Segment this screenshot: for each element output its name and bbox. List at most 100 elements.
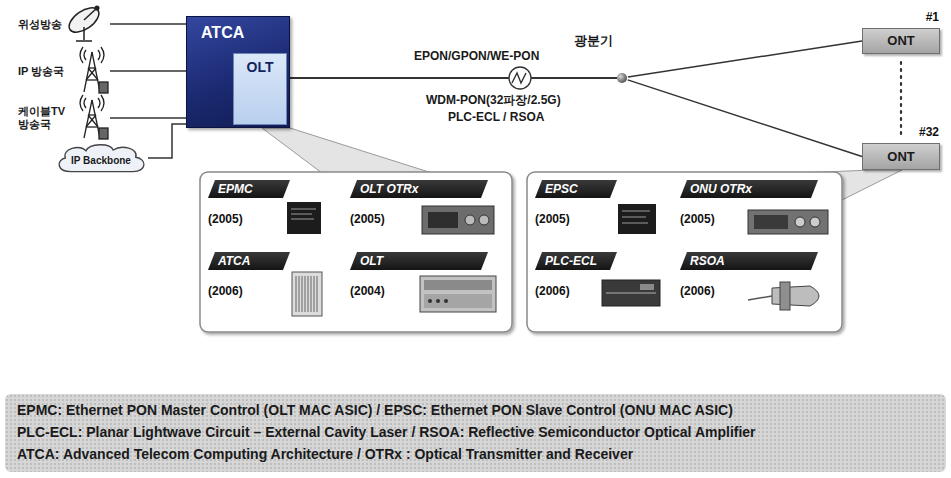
connector [110,70,186,72]
link-symbol [509,67,531,89]
drawn-shape [428,299,432,303]
link-label: PLC-ECL / RSOA [446,110,546,124]
component-item: ATCA (2006) [208,252,328,318]
ont-box: #1ONT [862,28,940,54]
component-tab: OLT [350,252,488,270]
drawn-shape [99,82,108,93]
onu-otrx-picture [748,210,828,234]
splitter-label: 광분기 [561,33,613,49]
atca-shelf-picture [292,272,322,316]
source-node: IP 방송국 [18,48,110,94]
drawn-shape [479,215,489,225]
drawn-shape [83,27,85,40]
drawn-shape [754,215,788,229]
drawn-shape [618,204,656,234]
drawn-shape [422,206,494,234]
year-label: (2005) [208,212,243,226]
connector [110,23,186,25]
component-item: OLT OTRx (2005) [350,180,500,240]
drawn-shape [84,98,86,108]
callout-number: #32 [863,124,939,140]
board-label: OLT [234,54,286,75]
dotted-continuation [900,62,902,136]
connector [628,80,862,157]
terminal-label: ONT [863,144,939,169]
optical-splitter: 광분기 [617,73,627,83]
year-label: (2006) [535,284,570,298]
broadcast-tower-icon [80,95,108,139]
cloud-label: IP Backbone [71,155,131,166]
year-label: (2005) [535,212,570,226]
ont-box: #32ONT [862,143,940,170]
callout-wedge [262,128,432,173]
broadcast-tower-icon [80,47,108,93]
drawn-shape [98,98,100,108]
abbreviation-line: PLC-ECL: Planar Lightwave Circuit – Exte… [17,421,756,443]
drawn-shape [602,280,660,306]
year-label: (2005) [350,212,385,226]
label-slot: PLC-ECL / RSOA [446,110,546,124]
year-label: (2006) [680,284,715,298]
drawn-shape [98,50,100,60]
drawn-shape [84,8,97,20]
component-item: RSOA (2006) [680,252,835,318]
component-tab: EPSC [535,180,617,198]
drawn-shape [428,212,458,228]
connector [148,124,186,158]
drawn-shape [420,276,496,312]
drawn-shape [509,67,531,89]
drawn-shape [444,299,448,303]
olt-otrx-picture [422,206,494,234]
callout-panel [200,172,512,332]
drawn-shape [95,6,99,10]
chassis-label: ATCA [187,17,289,42]
epmc-chip-picture [287,202,321,234]
drawn-shape [101,95,104,111]
component-tab: PLC-ECL [535,252,617,270]
satellite-dish-icon [65,3,103,41]
connector [290,77,617,79]
drawn-shape [101,47,104,63]
drawn-shape [424,294,492,308]
component-item: OLT (2004) [350,252,500,318]
connector [110,117,186,119]
year-label: (2006) [208,284,243,298]
component-item: PLC-ECL (2006) [535,252,665,318]
drawn-shape [748,296,772,300]
label-slot: EPON/GPON/WE-PON [412,49,541,63]
drawn-shape [606,292,656,293]
drawn-shape [291,209,316,210]
drawn-shape [640,284,654,290]
drawn-shape [305,276,306,312]
source-node: 케이블TV 방송국 [18,96,110,140]
drawn-shape [86,68,96,80]
drawn-shape [291,219,314,220]
drawn-shape [436,299,440,303]
abbreviation-line: ATCA: Advanced Telecom Computing Archite… [17,443,633,465]
source-label: 케이블TV 방송국 [18,105,74,131]
drawn-shape [76,40,92,42]
drawn-shape [748,210,828,234]
drawn-shape [317,276,318,312]
abbreviation-band: EPMC: Ethernet PON Master Control (OLT M… [5,394,946,472]
cloud-shape [59,145,144,172]
component-item: EPMC(2005) [208,180,328,240]
terminal-label: ONT [863,29,939,53]
callout-panel [527,172,842,332]
drawn-shape [622,217,646,218]
component-tab: OLT OTRx [350,180,488,198]
drawn-shape [795,217,805,227]
drawn-shape [465,215,475,225]
drawn-shape [292,272,322,316]
drawn-shape [84,50,86,60]
year-label: (2005) [680,212,715,226]
link-label: WDM-PON(32파장/2.5G) [424,92,563,109]
drawn-shape [86,126,98,127]
component-tab: RSOA [680,252,818,270]
source-label: IP 방송국 [18,65,76,78]
year-label: (2004) [350,284,385,298]
callout-number: #1 [863,9,939,25]
component-tab: ATCA [208,252,290,270]
atca-chassis: ATCA OLT [186,16,290,128]
